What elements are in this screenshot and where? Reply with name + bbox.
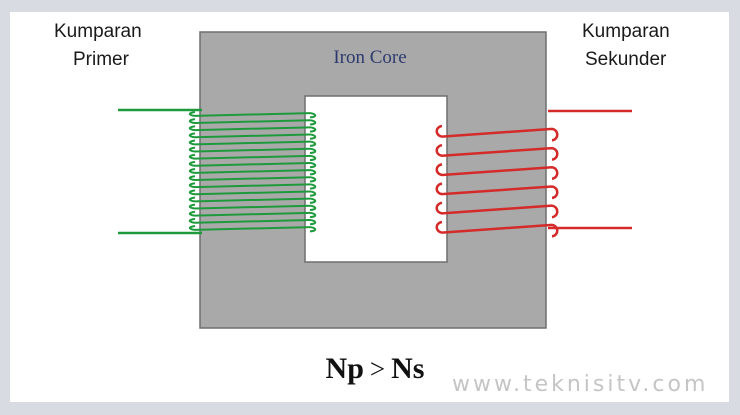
primary-coil-turn: [188, 217, 317, 226]
equation-left: Np: [325, 352, 364, 385]
secondary-coil-turn: [435, 163, 559, 181]
equation-operator: >: [369, 354, 386, 384]
primary-coil-turn: [188, 146, 317, 154]
primary-coil-turn: [188, 225, 317, 233]
primary-coil-turn: [188, 189, 317, 197]
secondary-coil-turn: [435, 201, 559, 219]
primary-label-line2: Primer: [73, 49, 129, 70]
secondary-coil-turn: [435, 124, 559, 142]
primary-coil-turn: [188, 203, 317, 211]
equation-right: Ns: [391, 352, 425, 385]
turns-equation: Np>Ns: [300, 352, 450, 386]
watermark: www.teknisitv.com: [452, 372, 709, 397]
primary-coil-turn: [188, 210, 317, 219]
primary-coil-turn: [188, 153, 317, 162]
primary-coil-turn: [188, 111, 317, 119]
primary-coil-turn: [188, 168, 317, 176]
secondary-coil-label: Kumparan Sekunder: [582, 20, 670, 72]
secondary-coil: [435, 124, 559, 238]
primary-coil: [188, 111, 317, 233]
primary-coil-turn: [188, 132, 317, 140]
primary-coil-label: Kumparan Primer: [54, 20, 142, 72]
primary-label-line1: Kumparan: [54, 21, 142, 42]
primary-coil-turn: [188, 118, 317, 126]
secondary-coil-turn: [435, 143, 559, 161]
iron-core: [199, 31, 547, 329]
secondary-label-line1: Kumparan: [582, 21, 670, 42]
primary-coil-turn: [188, 175, 317, 183]
primary-coil-turn: [188, 182, 317, 190]
primary-coil-turn: [188, 139, 317, 147]
iron-core-label: Iron Core: [333, 47, 407, 68]
secondary-coil-turn: [435, 220, 559, 238]
secondary-label-line2: Sekunder: [585, 49, 667, 70]
primary-coil-turn: [188, 160, 317, 169]
primary-coil-turn: [188, 125, 317, 133]
secondary-coil-turn: [435, 182, 559, 200]
primary-coil-turn: [188, 196, 317, 204]
